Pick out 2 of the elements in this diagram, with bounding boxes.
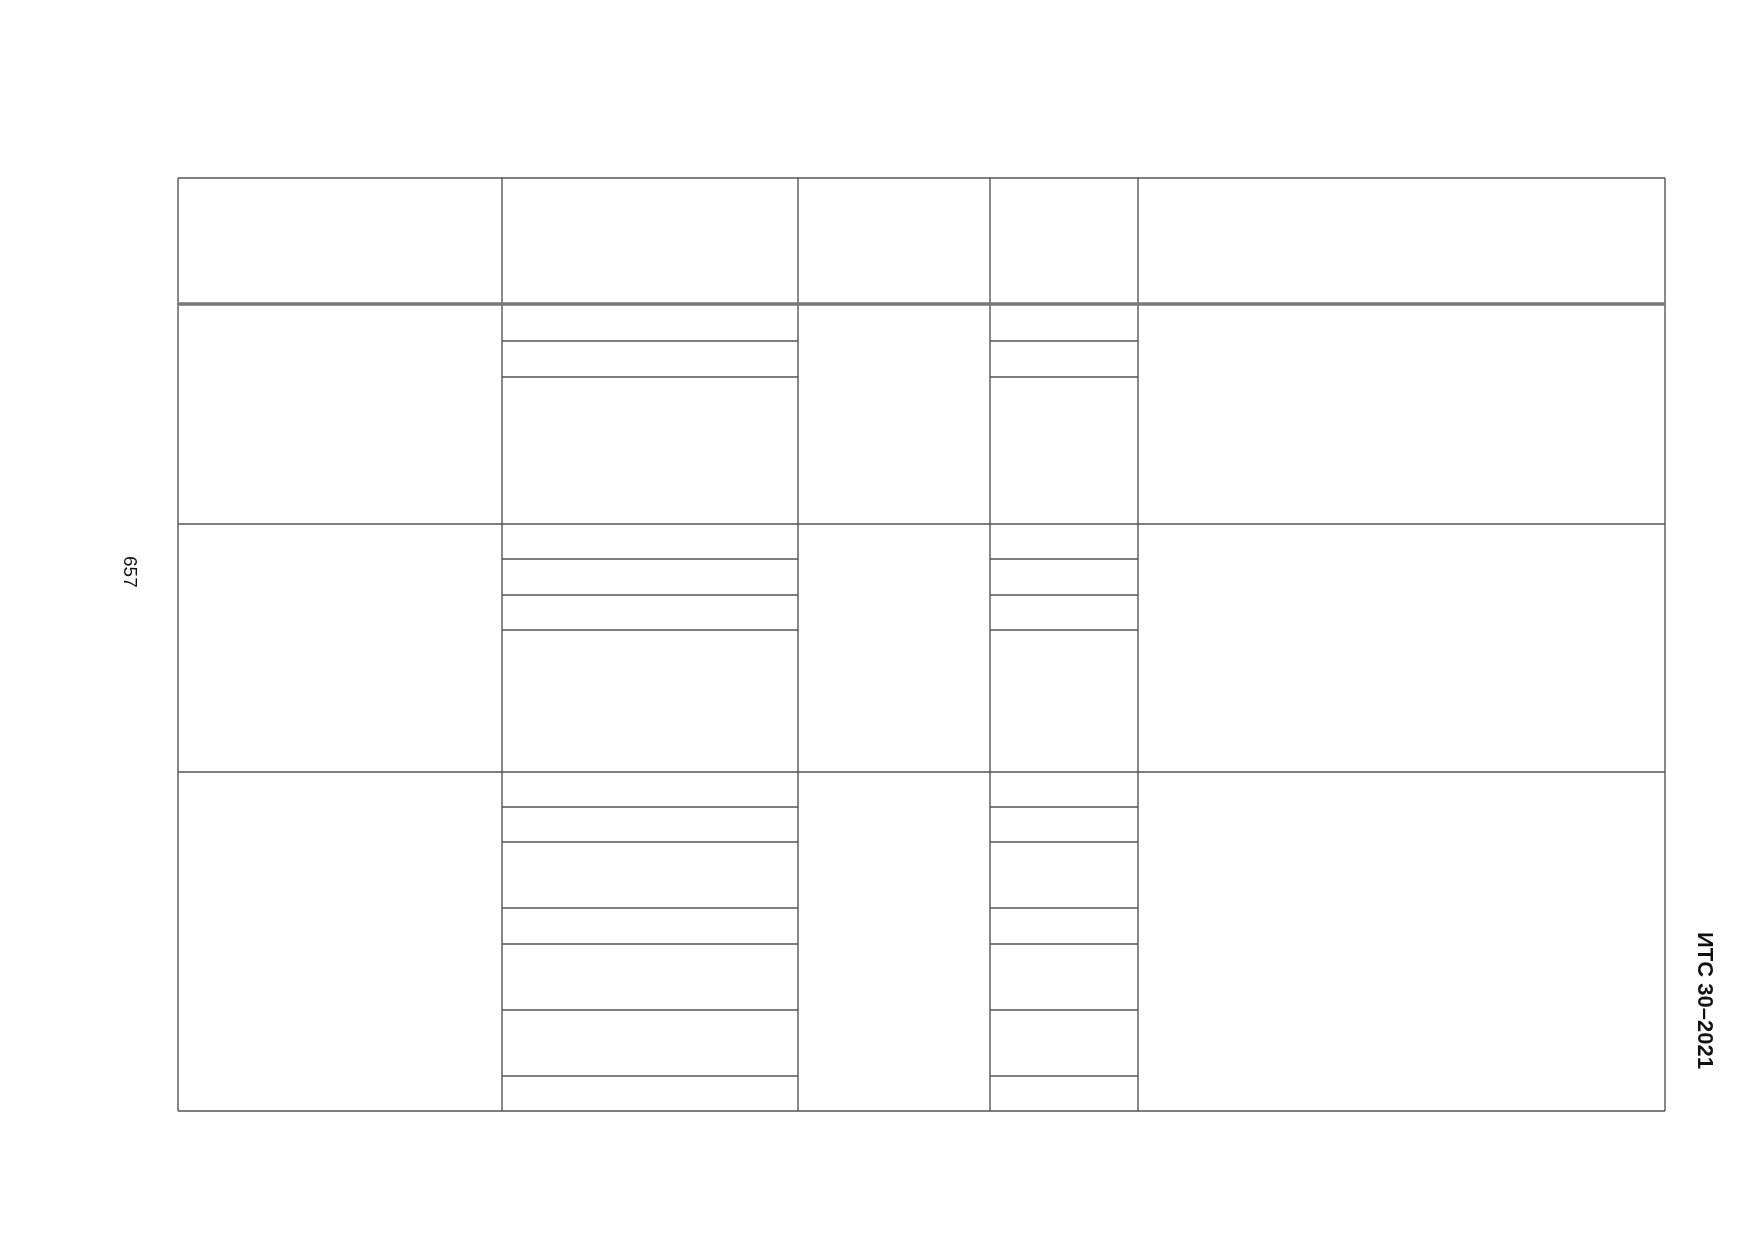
- document-code: ИТС 30–2021: [1692, 932, 1718, 1069]
- page-number: 657: [119, 556, 141, 588]
